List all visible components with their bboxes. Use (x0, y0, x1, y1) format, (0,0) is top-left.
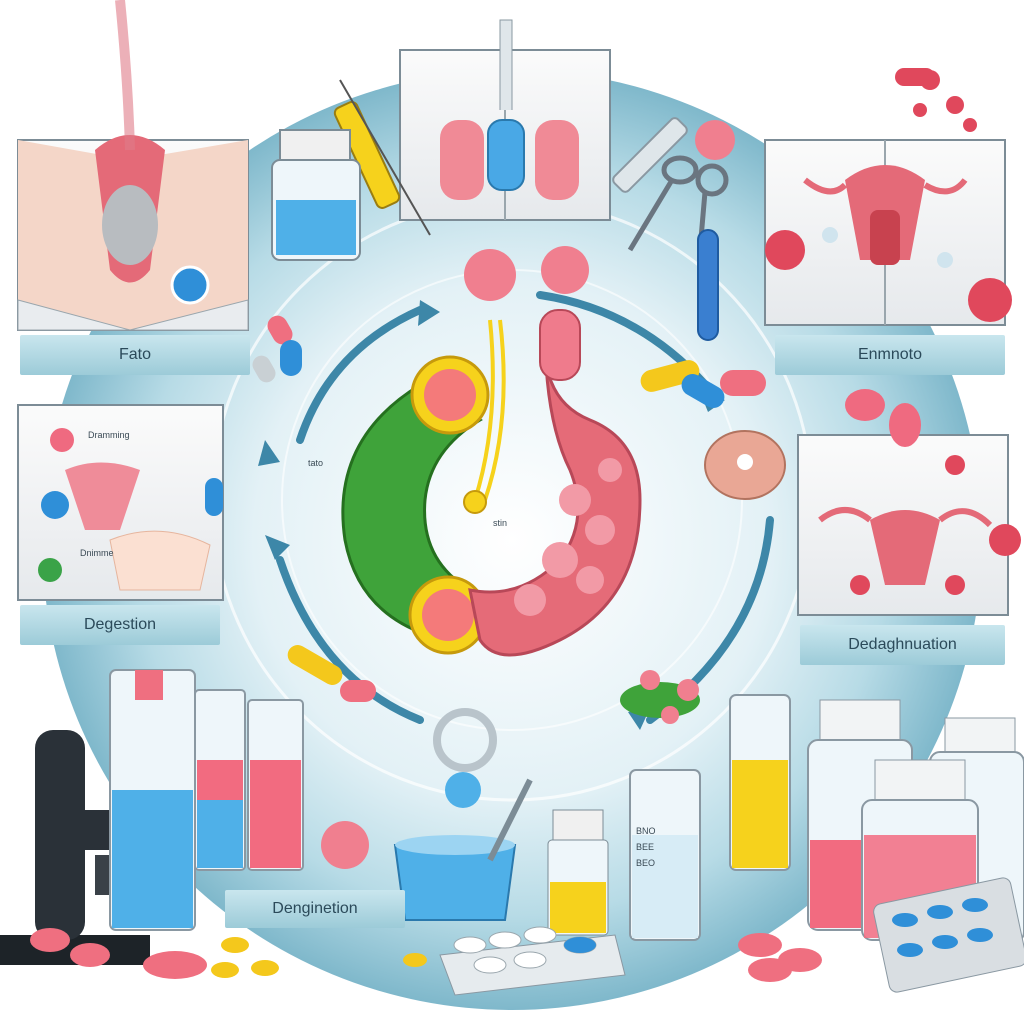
micro-label-tube-2: BEE (636, 842, 655, 852)
micro-label-tube-3: BEO (636, 858, 656, 868)
micro-label-dramming: Dramming (88, 430, 130, 440)
blister-pack (873, 877, 1024, 993)
yellow-vial (547, 809, 609, 936)
floating-pills (252, 120, 766, 869)
label-denginetion: Denginetion (225, 890, 405, 928)
yellow-tube (729, 694, 791, 871)
pill-tray (439, 926, 626, 996)
scattered-tablets (30, 928, 822, 982)
intestine-ball (704, 430, 786, 500)
book-panel-top-right (764, 139, 1012, 326)
beakers-left (109, 669, 304, 931)
bile-stream (473, 319, 506, 501)
micro-label-stin: stin (493, 518, 508, 528)
micro-label-tato: tato (308, 458, 324, 468)
label-enmnoto: Enmnoto (775, 335, 1005, 375)
tube-blue (697, 229, 719, 341)
syringe-right (612, 117, 688, 193)
blue-drop (445, 772, 481, 808)
medicine-bottle (271, 129, 361, 261)
micro-label-tube-1: BNO (636, 826, 656, 836)
blue-bowl (393, 778, 533, 921)
molecule (895, 68, 977, 132)
flowers (620, 670, 700, 724)
yellow-drop (463, 490, 487, 514)
label-fato: Fato (20, 335, 250, 375)
leaf-organ (341, 355, 490, 655)
gear (433, 708, 497, 772)
graduated-cylinder (629, 769, 701, 941)
book-panel-mid-left (17, 404, 224, 601)
stomach-organ (468, 309, 642, 657)
jars-right (807, 699, 1024, 943)
book-panel-top-center (399, 19, 611, 221)
label-dedaghnuation: Dedaghnuation (800, 625, 1005, 665)
label-degestion: Degestion (20, 605, 220, 645)
book-panel-top-left (17, 0, 249, 331)
book-panel-mid-right (797, 389, 1021, 616)
micro-label-dnimme: Dnimme (80, 548, 114, 558)
